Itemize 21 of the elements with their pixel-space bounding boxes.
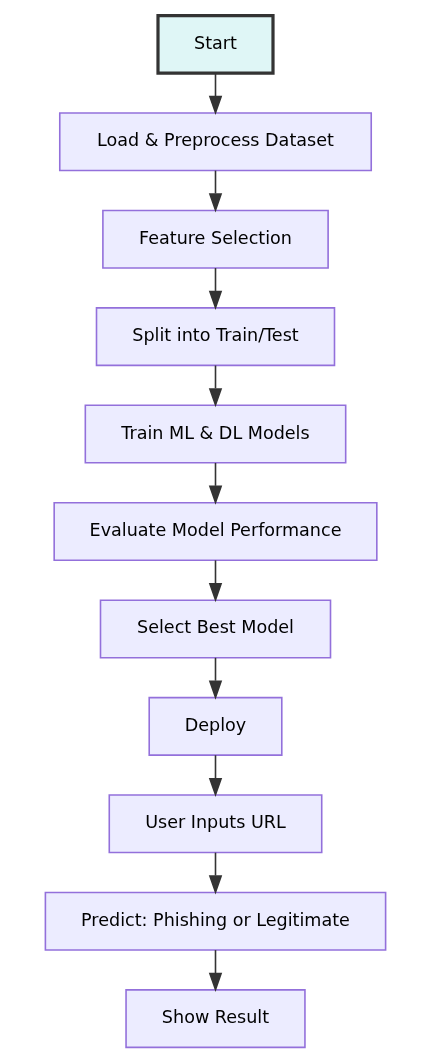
arrow bbox=[208, 72, 222, 116]
arrow bbox=[208, 851, 222, 895]
node-box: Load & Preprocess Dataset bbox=[58, 112, 372, 172]
node-box: User Inputs URL bbox=[108, 794, 323, 854]
arrow bbox=[208, 364, 222, 408]
node-box: Feature Selection bbox=[101, 209, 329, 269]
node-box: Predict: Phishing or Legitimate bbox=[44, 891, 386, 951]
node-box: Show Result bbox=[124, 989, 306, 1049]
node-box: Evaluate Model Performance bbox=[52, 501, 378, 562]
arrow bbox=[208, 949, 222, 992]
arrow bbox=[208, 267, 222, 310]
node-box: Select Best Model bbox=[99, 599, 331, 659]
arrow bbox=[208, 169, 222, 213]
node-box: Start bbox=[155, 14, 275, 75]
node-box: Deploy bbox=[147, 696, 283, 756]
arrow bbox=[208, 462, 222, 505]
arrow bbox=[208, 657, 222, 700]
arrow bbox=[208, 754, 222, 798]
arrow bbox=[208, 559, 222, 603]
node-box: Train ML & DL Models bbox=[84, 404, 346, 464]
node-box: Split into Train/Test bbox=[95, 307, 335, 367]
